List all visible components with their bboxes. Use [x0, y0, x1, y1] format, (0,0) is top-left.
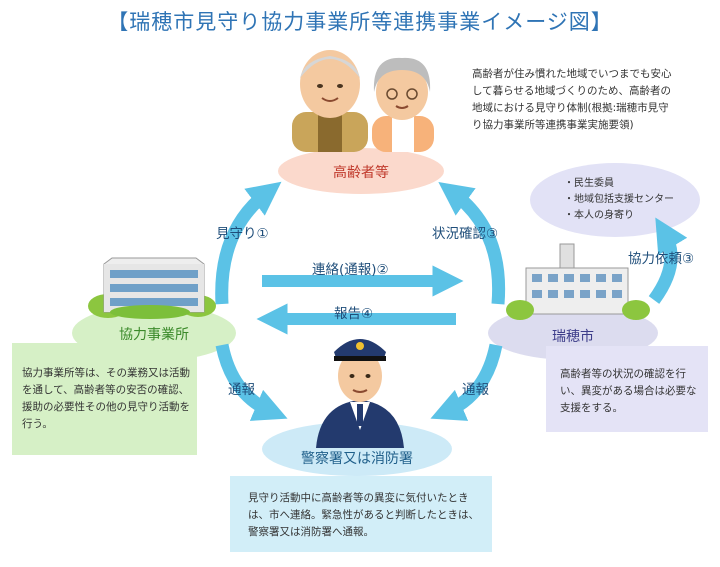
city-label: 瑞穂市: [552, 329, 594, 345]
police-officer-illustration: [316, 339, 404, 448]
list-item: ・本人の身寄り: [564, 210, 634, 221]
list-item: ・地域包括支援センター: [564, 194, 674, 205]
request-label: 協力依頼③: [628, 251, 695, 267]
police-description-box: 見守り活動中に高齢者等の異変に気付いたときは、市へ連絡。緊急性があると判断したと…: [230, 476, 492, 552]
business-description-box: 協力事業所等は、その業務又は活動を通して、高齢者等の安否の確認、援助の必要性その…: [12, 343, 197, 455]
description-text: 高齢者が住み慣れた地域でいつまでも安心して暮らせる地域づくりのため、高齢者の地域…: [472, 68, 672, 131]
list-item: ・民生委員: [564, 178, 614, 189]
arrow-request: [648, 217, 688, 304]
business-building-illustration: [88, 257, 216, 319]
elderly-label: 高齢者等: [333, 165, 389, 181]
business-label: 協力事業所: [119, 327, 189, 343]
page-title: 【瑞穂市見守り協力事業所等連携事業イメージ図】: [107, 10, 613, 34]
arrow-notify-right: [430, 343, 503, 421]
elderly-couple-illustration: [292, 50, 434, 152]
support-list: ・民生委員 ・地域包括支援センター ・本人の身寄り: [564, 176, 674, 224]
arrow-status-check: [438, 182, 506, 305]
status-check-label: 状況確認③: [432, 226, 499, 242]
contact-label: 連絡(通報)②: [312, 262, 389, 278]
notify-left-label: 通報: [228, 382, 255, 398]
arrow-notify-left: [215, 343, 288, 421]
city-description-box: 高齢者等の状況の確認を行い、異変がある場合は必要な支援をする。: [546, 346, 708, 432]
elderly-ellipse: [278, 148, 444, 194]
police-label: 警察署又は消防署: [301, 451, 413, 467]
report-label: 報告④: [334, 306, 374, 322]
watch-label: 見守り①: [216, 226, 269, 242]
city-hall-illustration: [506, 243, 650, 320]
arrow-watch: [215, 181, 282, 305]
notify-right-label: 通報: [462, 382, 489, 398]
